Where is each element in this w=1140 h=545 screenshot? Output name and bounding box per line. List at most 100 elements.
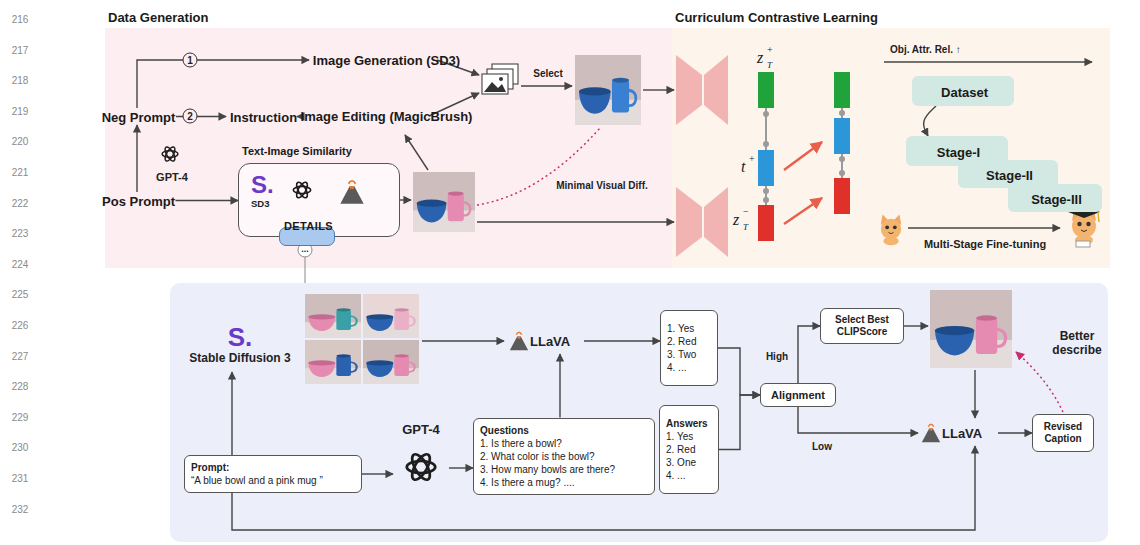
math-superscript: −: [743, 207, 749, 217]
line-number: 232: [12, 504, 29, 516]
step-text: Instruction: [226, 108, 298, 125]
line-number: 230: [12, 443, 29, 455]
node-text: 4. ...: [666, 469, 685, 482]
node-text: 1. Is there a bowl?: [480, 437, 562, 450]
math-subscript: T: [743, 223, 748, 232]
node-text: 3. Two: [667, 348, 696, 361]
connector: [924, 106, 936, 136]
connector: [176, 200, 239, 201]
axis-label: Multi-Stage Fine-tuning: [924, 238, 1046, 251]
node-text: 4. Is there a mug? ....: [480, 476, 575, 489]
answer-box: 1. Yes2. Red3. Two4. ...: [660, 310, 718, 386]
edge-label: 1: [183, 53, 198, 68]
connector: [297, 116, 298, 117]
node-title: Dataset: [941, 85, 988, 100]
node-title: LLaVA: [942, 426, 982, 441]
connector: [231, 372, 232, 455]
stage-box: Stage-III: [1008, 184, 1102, 212]
edge-label: 2: [183, 109, 198, 124]
node-title: Data Generation: [108, 10, 208, 25]
node-title: S.: [228, 323, 253, 351]
line-number: 228: [12, 381, 29, 393]
node-title: Instruction: [230, 110, 297, 125]
note-label: Better describe: [1046, 330, 1108, 358]
node-text: 3. One: [666, 456, 696, 469]
math-superscript: +: [767, 45, 773, 55]
answer-box: Answers1. Yes2. Red3. One4. ...: [659, 405, 719, 494]
connector: [719, 395, 760, 450]
step-text: Image Editing (MagicBrush): [297, 102, 473, 130]
math-symbol: z: [757, 50, 763, 66]
line-number: 225: [12, 290, 29, 302]
node-title: Stage-II: [986, 168, 1033, 183]
line-number: 218: [12, 75, 29, 87]
node-text: 2. What color is the bowl?: [480, 450, 595, 463]
connector: [137, 60, 309, 108]
node-text: 4. ...: [667, 361, 686, 374]
connector: [559, 354, 560, 418]
process-box: Alignment: [760, 383, 836, 407]
math-superscript: +: [749, 154, 755, 164]
line-number: 229: [12, 412, 29, 424]
node-title: Neg Prompt: [102, 110, 176, 125]
details-pill: DETAILS: [279, 227, 335, 246]
connector: [718, 348, 760, 395]
connector: [798, 407, 918, 433]
question-box: Questions1. Is there a bowl?2. What colo…: [473, 418, 655, 495]
node-title: Text-Image Similarity: [242, 145, 352, 160]
step-label: Select: [533, 68, 562, 80]
dataset-box: Dataset: [912, 76, 1014, 106]
line-number: 227: [12, 351, 29, 363]
line-number: 226: [12, 320, 29, 332]
prompt-text: Pos Prompt: [99, 192, 176, 209]
node-text: 2. Red: [667, 335, 696, 348]
node-text: 2. Red: [666, 443, 695, 456]
line-number: 220: [12, 137, 29, 149]
model-label: GPT-4: [393, 422, 449, 496]
prompt-text: Neg Prompt: [98, 108, 176, 125]
node-text: “A blue bowl and a pink mug ”: [191, 474, 323, 487]
connector: [449, 467, 473, 468]
node-title: 1. Yes: [667, 322, 694, 335]
node-title: Curriculum Contrastive Learning: [675, 10, 878, 25]
node-title: Image Generation (SD3): [313, 55, 460, 68]
math-symbol: z: [733, 212, 739, 228]
line-number: 217: [12, 45, 29, 57]
node-title: Stage-III: [1031, 192, 1082, 207]
node-title: Stage-I: [937, 145, 980, 160]
edge-label: High: [764, 351, 790, 362]
edge-label: GPT-4: [156, 171, 188, 183]
process-box: Select Best CLIPScore: [820, 308, 904, 344]
connector: [362, 473, 393, 474]
node-title: Alignment: [771, 389, 825, 401]
prompt-box: Prompt:“A blue bowl and a pink mug ”: [184, 455, 362, 493]
node-title: Select Best CLIPScore: [825, 314, 899, 338]
line-number: 223: [12, 228, 29, 240]
note-label: Minimal Visual Diff.: [556, 180, 648, 192]
node-title: Revised Caption: [1037, 421, 1089, 445]
panel: Data GenerationNeg Prompt Image Generatio…: [105, 8, 672, 268]
line-number: 222: [12, 198, 29, 210]
line-number: 221: [12, 167, 29, 179]
line-number: 224: [12, 259, 29, 271]
connector: [136, 125, 137, 192]
node-title: Image Editing (MagicBrush): [301, 111, 473, 124]
axis-label: Obj. Attr. Rel. ↑: [890, 44, 961, 56]
line-number: 219: [12, 106, 29, 118]
node-text: 1. Yes: [666, 430, 693, 443]
node-text: 3. How many bowls are there?: [480, 463, 615, 476]
line-number: 216: [12, 14, 29, 26]
process-box: Revised Caption: [1032, 414, 1094, 452]
step-text: Image Generation (SD3): [309, 46, 461, 74]
node-title: Answers: [666, 417, 708, 430]
node-title: Questions: [480, 424, 529, 437]
connector: [584, 340, 660, 341]
model-label: S.Stable Diffusion 3: [178, 316, 302, 372]
node-text: Stable Diffusion 3: [189, 351, 290, 366]
model-label: LLaVA: [506, 328, 584, 354]
similarity-box: Text-Image SimilarityS.SD3DETAILS: [238, 163, 400, 237]
math-symbol: t: [741, 159, 745, 175]
line-number: 231: [12, 473, 29, 485]
node-text: SD3: [251, 198, 269, 210]
